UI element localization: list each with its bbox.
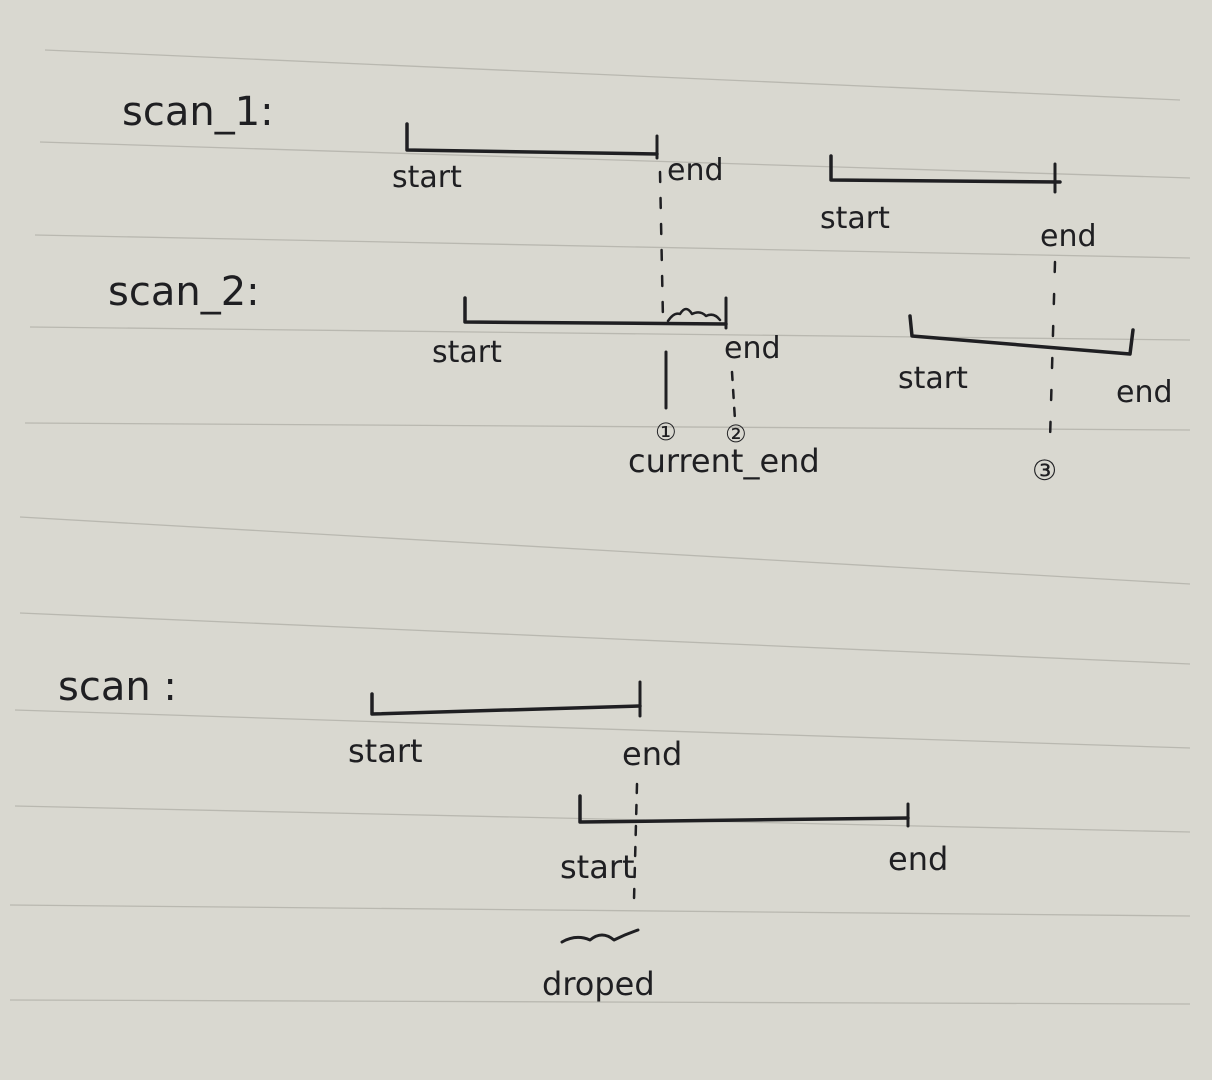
scan-interval-b-end-label: end	[888, 840, 948, 878]
scan-section: scan : start end start end droped	[58, 664, 948, 1003]
ruled-line	[24, 422, 1191, 431]
ruled-line	[19, 612, 1191, 665]
scan-1-label: scan_1:	[122, 89, 274, 135]
scan-interval-b-start-label: start	[560, 848, 635, 886]
scan-interval-a-end-label: end	[622, 735, 682, 773]
scan-1-end-a-guide	[658, 170, 665, 322]
scan-1-interval-b-end-label: end	[1040, 219, 1097, 254]
scan-2-label: scan_2:	[108, 269, 260, 315]
scan-2-section: scan_2: start end start end ① ② ③ curren…	[108, 269, 1173, 487]
scan-dropped-brace	[560, 928, 640, 944]
ruled-line	[14, 709, 1191, 749]
ruled-line	[9, 999, 1191, 1005]
ruled-line	[34, 234, 1191, 259]
scan-2-marker-2-guide	[730, 370, 737, 422]
ruled-line	[19, 516, 1191, 585]
scan-1-interval-b-line	[829, 154, 1062, 184]
scan-2-marker-2: ②	[725, 420, 747, 448]
scan-2-interval-b-line	[908, 314, 1135, 356]
scan-2-interval-b-start-label: start	[898, 361, 968, 396]
scan-2-current-end-label: current_end	[628, 442, 820, 480]
scan-1-interval-a-line	[405, 122, 659, 156]
scan-2-interval-a-line	[463, 296, 728, 326]
scan-1-interval-a-end-label: end	[667, 153, 724, 188]
ruled-line	[44, 49, 1181, 101]
ruled-line	[39, 141, 1191, 179]
scan-2-interval-a-end-label: end	[724, 331, 781, 366]
scan-2-marker-1: ①	[655, 418, 677, 446]
scan-2-marker-3: ③	[1032, 454, 1057, 487]
ruled-line	[14, 805, 1191, 833]
scan-2-overlap-brace	[666, 307, 722, 323]
scan-1-interval-a-start-label: start	[392, 160, 462, 195]
scan-2-interval-b-end-label: end	[1116, 375, 1173, 410]
ruled-line	[9, 904, 1191, 917]
ruled-lines	[9, 49, 1191, 1005]
scan-1-end-b-guide	[1048, 260, 1057, 442]
scan-2-interval-a-start-label: start	[432, 335, 502, 370]
scan-interval-b-line	[578, 794, 910, 824]
scan-1-interval-b-start-label: start	[820, 201, 890, 236]
scan-interval-a-start-label: start	[348, 732, 423, 770]
ruled-line	[29, 326, 1191, 341]
scan-interval-a-line	[370, 692, 642, 716]
scan-dropped-label: droped	[542, 965, 655, 1003]
scan-label: scan :	[58, 664, 177, 710]
scan-1-section: scan_1: start end start end	[122, 89, 1097, 254]
